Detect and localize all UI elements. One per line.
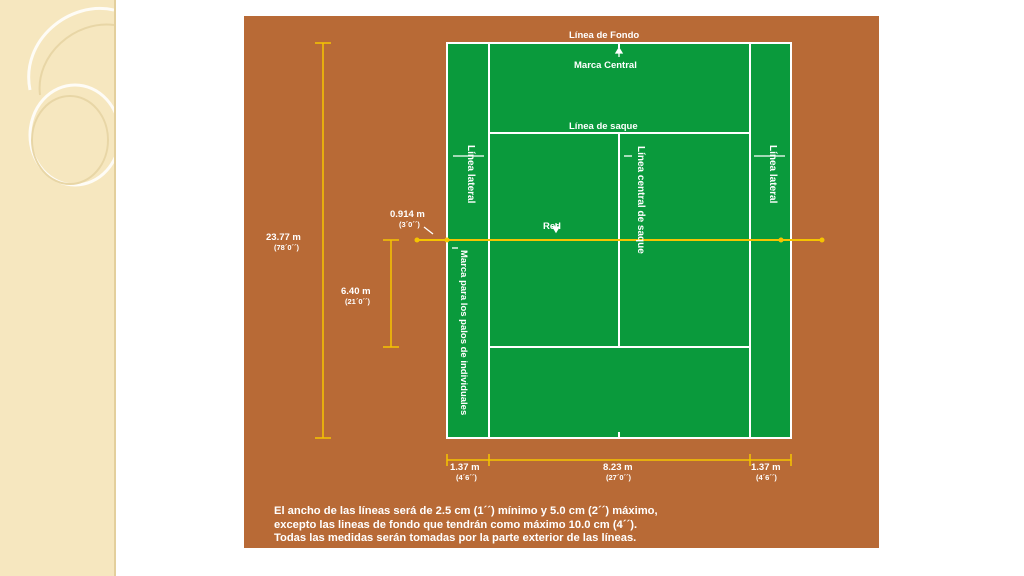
alley-right-imperial: (4´6´´) — [756, 473, 777, 482]
center-service-line-label: Línea central de saque — [635, 146, 646, 254]
decorative-rings — [27, 7, 114, 187]
post-offset-value: 0.914 m — [390, 209, 425, 220]
singles-post-left — [444, 237, 450, 243]
singles-posts-mark-label: Marca para los palos de individuales — [458, 250, 469, 416]
baseline-label: Línea de Fondo — [569, 30, 640, 41]
service-line-label: Línea de saque — [569, 121, 638, 132]
net-post-right — [819, 237, 825, 243]
post-offset-imperial: (3´0´´) — [399, 220, 420, 229]
service-box-imperial: (21´0´´) — [345, 297, 371, 306]
center-mark-arrowhead — [614, 46, 624, 54]
service-box-value: 6.40 m — [341, 286, 371, 297]
court-diagram — [315, 42, 825, 466]
alley-left-value: 1.37 m — [450, 462, 480, 473]
net-arrowhead — [551, 226, 561, 234]
net-post-left — [414, 237, 420, 243]
singles-width-value: 8.23 m — [603, 462, 633, 473]
length-value: 23.77 m — [266, 232, 301, 243]
center-mark-label: Marca Central — [574, 60, 637, 71]
sideline-right-label: Línea lateral — [767, 145, 778, 204]
line-width-note: El ancho de las líneas será de 2.5 cm (1… — [274, 505, 658, 546]
note-line-3: Todas las medidas serán tomadas por la p… — [274, 532, 637, 544]
post-offset-arrow — [423, 226, 434, 235]
singles-width-imperial: (27´0´´) — [606, 473, 632, 482]
alley-right-value: 1.37 m — [751, 462, 781, 473]
decorative-side-strip — [0, 0, 116, 576]
alley-left-imperial: (4´6´´) — [456, 473, 477, 482]
court-diagram-panel: Línea de Fondo Marca Central Línea de sa… — [244, 16, 879, 548]
note-line-2: excepto las lineas de fondo que tendrán … — [274, 518, 638, 531]
sideline-left-label: Línea lateral — [465, 145, 476, 204]
length-imperial: (78´0´´) — [274, 243, 300, 252]
net-label: Red — [543, 221, 561, 232]
note-line-1: El ancho de las líneas será de 2.5 cm (1… — [274, 505, 658, 517]
singles-post-right — [778, 237, 784, 243]
